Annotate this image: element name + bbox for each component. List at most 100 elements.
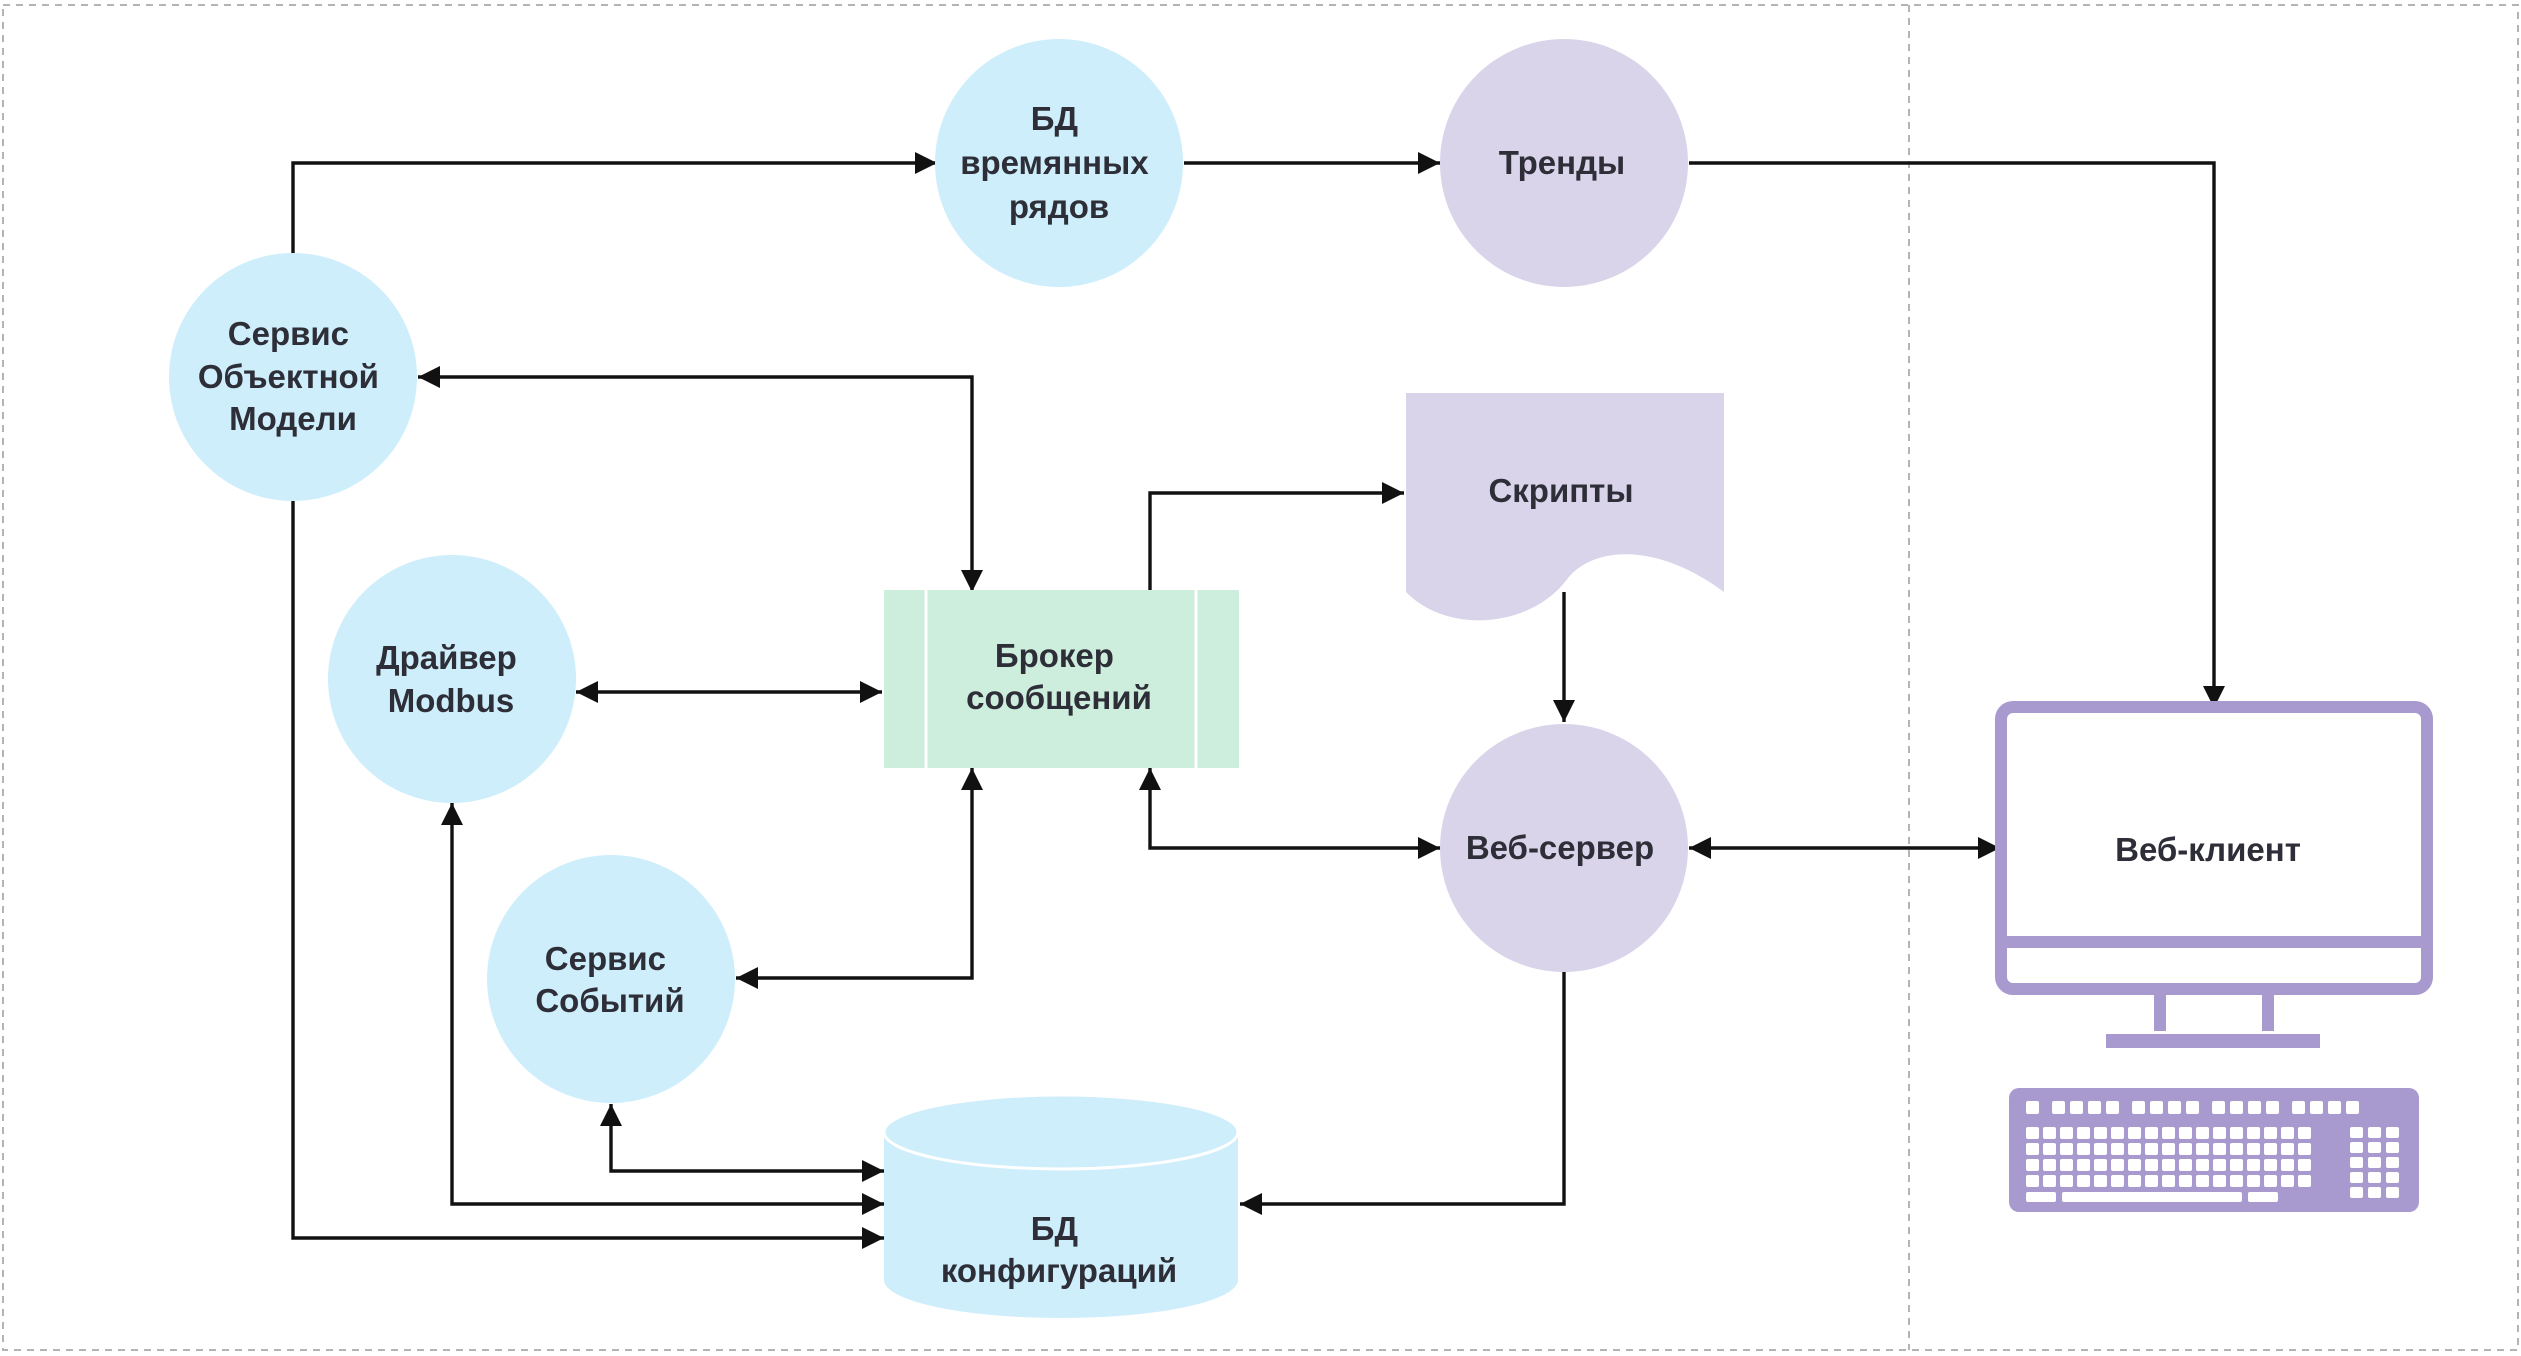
keyboard-key (2281, 1175, 2294, 1187)
keyboard-key (2111, 1159, 2124, 1171)
events-circle (487, 855, 735, 1103)
keyboard-key (2060, 1175, 2073, 1187)
trends-label: Тренды (1499, 144, 1625, 181)
keyboard-key (2077, 1127, 2090, 1139)
web-server-label: Веб-сервер (1466, 829, 1654, 866)
keyboard-key (2350, 1142, 2363, 1153)
keyboard-key (2145, 1127, 2158, 1139)
keyboard-key (2248, 1101, 2261, 1114)
keyboard-key (2077, 1143, 2090, 1155)
node-web-server: Веб-сервер (1440, 724, 1688, 972)
diagram-frame (2, 4, 2519, 1351)
keyboard-key (2230, 1143, 2243, 1155)
keyboard-key (2368, 1172, 2381, 1183)
keyboard-key (2128, 1159, 2141, 1171)
node-scripts: Скрипты (1406, 393, 1724, 621)
keyboard-key (2196, 1175, 2209, 1187)
keyboard-key (2150, 1101, 2163, 1114)
keyboard-key (2386, 1187, 2399, 1198)
keyboard-key (2094, 1175, 2107, 1187)
keyboard-key (2213, 1175, 2226, 1187)
keyboard-key (2386, 1127, 2399, 1138)
keyboard-key (2196, 1143, 2209, 1155)
keyboard-key (2368, 1142, 2381, 1153)
connections (291, 151, 2226, 1250)
edge-modbus-config-db (440, 803, 884, 1216)
keyboard-key (2070, 1101, 2083, 1114)
keyboard-key (2026, 1175, 2039, 1187)
keyboard-key (2060, 1143, 2073, 1155)
keyboard-key (2298, 1175, 2311, 1187)
keyboard-key (2062, 1192, 2242, 1202)
keyboard-key (2179, 1175, 2192, 1187)
keyboard-key (2145, 1143, 2158, 1155)
keyboard-key (2196, 1127, 2209, 1139)
keyboard-key (2026, 1127, 2039, 1139)
keyboard-key (2298, 1143, 2311, 1155)
keyboard-key (2213, 1127, 2226, 1139)
keyboard-key (2212, 1101, 2225, 1114)
keyboard-key (2077, 1159, 2090, 1171)
edge-broker-to-scripts (1148, 481, 1404, 590)
trends-circle (1440, 39, 1688, 287)
keyboard-key (2052, 1101, 2065, 1114)
node-tsdb: БД времянных рядов (935, 39, 1183, 287)
monitor-base (2106, 1034, 2320, 1048)
node-modbus-driver: Драйвер Modbus (328, 555, 576, 803)
keyboard-key (2230, 1101, 2243, 1114)
keyboard-key (2248, 1192, 2278, 1202)
keyboard-key (2292, 1101, 2305, 1114)
keyboard-key (2162, 1143, 2175, 1155)
node-web-client: Веб-клиент (1995, 701, 2433, 1212)
modbus-circle (328, 555, 576, 803)
keyboard-key (2132, 1101, 2145, 1114)
keyboard-key (2266, 1101, 2279, 1114)
keyboard-key (2281, 1143, 2294, 1155)
scripts-document-shape (1406, 393, 1724, 621)
keyboard-key (2310, 1101, 2323, 1114)
keyboard-key (2026, 1101, 2039, 1114)
keyboard-key (2298, 1127, 2311, 1139)
edge-object-model-broker (418, 365, 984, 592)
config-db-cylinder-body (884, 1132, 1238, 1318)
config-db-label: БД конфигураций (941, 1210, 1177, 1289)
node-config-db: БД конфигураций (882, 1093, 1240, 1318)
keyboard-key (2111, 1175, 2124, 1187)
monitor-screen (1995, 701, 2433, 995)
keyboard-key (2368, 1157, 2381, 1168)
keyboard-key (2350, 1127, 2363, 1138)
keyboard-key (2026, 1143, 2039, 1155)
keyboard-key (2094, 1143, 2107, 1155)
edge-trends-to-web-client (1689, 161, 2226, 708)
keyboard-key (2368, 1127, 2381, 1138)
keyboard-key (2213, 1143, 2226, 1155)
modbus-label: Драйвер Modbus (376, 639, 526, 719)
keyboard-key (2298, 1159, 2311, 1171)
keyboard-key (2026, 1159, 2039, 1171)
keyboard-key (2128, 1143, 2141, 1155)
keyboard-key (2281, 1159, 2294, 1171)
keyboard-key (2346, 1101, 2359, 1114)
edge-object-model-to-tsdb (291, 151, 937, 253)
keyboard-key (2162, 1127, 2175, 1139)
keyboard-key (2230, 1175, 2243, 1187)
keyboard-key (2264, 1143, 2277, 1155)
web-client-label: Веб-клиент (2115, 831, 2301, 868)
keyboard-key (2350, 1172, 2363, 1183)
keyboard-key (2094, 1159, 2107, 1171)
edge-broker-web-server (1138, 768, 1440, 860)
keyboard-key (2043, 1143, 2056, 1155)
keyboard-key (2350, 1187, 2363, 1198)
keyboard-key (2128, 1175, 2141, 1187)
keyboard-key (2196, 1159, 2209, 1171)
scripts-label: Скрипты (1488, 472, 1633, 509)
keyboard-key (2186, 1101, 2199, 1114)
keyboard-key (2230, 1159, 2243, 1171)
keyboard-key (2230, 1127, 2243, 1139)
keyboard-key (2350, 1157, 2363, 1168)
edge-object-model-to-config-db (291, 501, 884, 1250)
web-server-circle (1440, 724, 1688, 972)
keyboard-key (2043, 1175, 2056, 1187)
edge-events-config-db (599, 1104, 884, 1183)
